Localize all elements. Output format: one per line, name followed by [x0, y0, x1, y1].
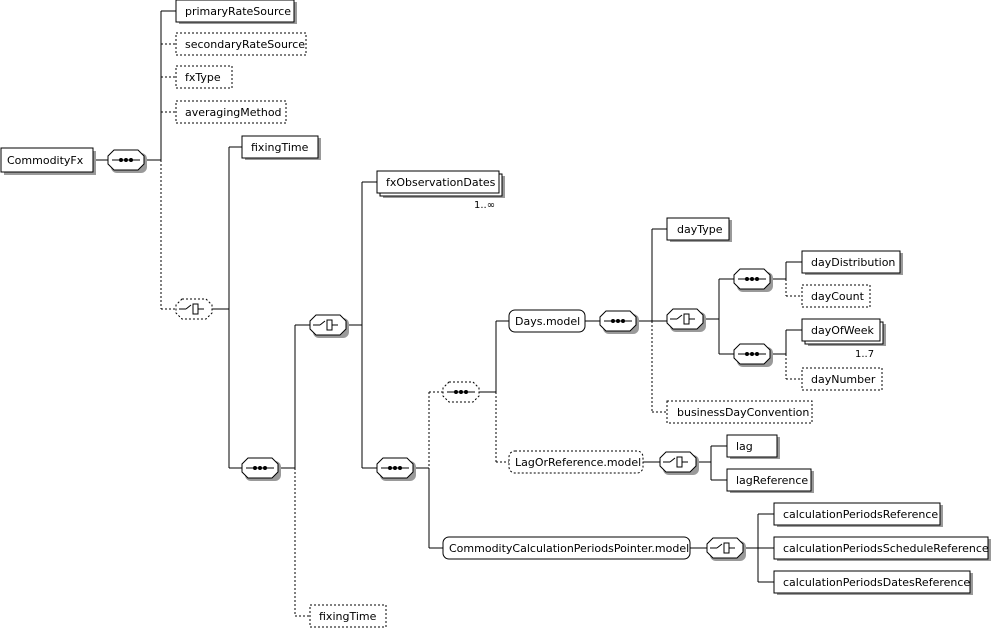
choice-compositor-5	[706, 537, 746, 561]
sequence-compositor-7	[733, 343, 773, 367]
choice-compositor-4	[659, 451, 699, 475]
element-label: fixingTime	[251, 141, 309, 154]
element-fxobservationdates[interactable]: fxObservationDates 1..∞	[376, 170, 505, 211]
element-label: dayOfWeek	[811, 324, 875, 337]
element-label: secondaryRateSource	[185, 38, 305, 51]
element-lagreference[interactable]: lagReference	[726, 468, 814, 493]
element-label: CommodityFx	[7, 154, 84, 167]
connectors	[93, 10, 802, 617]
element-label: dayNumber	[811, 373, 876, 386]
element-commodityfx[interactable]: CommodityFx	[0, 147, 96, 175]
element-calculationperiodsdatesreference[interactable]: calculationPeriodsDatesReference	[773, 570, 973, 595]
element-secondaryratesource[interactable]: secondaryRateSource	[175, 32, 307, 56]
element-daynumber[interactable]: dayNumber	[801, 367, 883, 391]
optional-choice-compositor	[175, 298, 213, 320]
optional-sequence-compositor	[442, 381, 480, 403]
element-fxtype[interactable]: fxType	[175, 65, 233, 89]
sequence-compositor-2	[241, 457, 281, 481]
element-fixingtime-2[interactable]: fixingTime	[309, 604, 387, 628]
element-label: calculationPeriodsReference	[783, 508, 938, 521]
sequence-compositor-5	[599, 310, 639, 334]
element-calculationperiodsreference[interactable]: calculationPeriodsReference	[773, 502, 943, 527]
element-businessdayconvention[interactable]: businessDayConvention	[666, 400, 813, 424]
root-sequence-compositor	[107, 149, 147, 173]
model-label: LagOrReference.model	[515, 456, 641, 469]
element-daytype[interactable]: dayType	[666, 217, 732, 242]
model-commoditycalculationperiodspointer[interactable]: CommodityCalculationPeriodsPointer.model	[442, 536, 691, 560]
element-label: businessDayConvention	[677, 406, 809, 419]
choice-compositor-3	[666, 308, 706, 332]
element-label: lag	[736, 440, 753, 453]
element-label: calculationPeriodsDatesReference	[783, 576, 970, 589]
model-lagorreference[interactable]: LagOrReference.model	[508, 450, 644, 474]
model-label: CommodityCalculationPeriodsPointer.model	[449, 542, 689, 555]
element-primaryratesource[interactable]: primaryRateSource	[175, 0, 297, 24]
element-label: fxType	[185, 71, 221, 84]
element-daydistribution[interactable]: dayDistribution	[801, 250, 903, 275]
element-fixingtime-1[interactable]: fixingTime	[241, 135, 321, 160]
model-label: Days.model	[515, 315, 580, 328]
element-daycount[interactable]: dayCount	[801, 284, 871, 308]
sequence-compositor-6	[733, 268, 773, 292]
occurrence-label: 1..∞	[474, 200, 495, 211]
element-label: lagReference	[736, 474, 808, 487]
element-averagingmethod[interactable]: averagingMethod	[175, 100, 287, 124]
model-days[interactable]: Days.model	[508, 309, 586, 333]
element-label: primaryRateSource	[185, 5, 291, 18]
element-label: averagingMethod	[185, 106, 282, 119]
element-label: fixingTime	[319, 610, 377, 623]
element-calculationperiodsschedulereference[interactable]: calculationPeriodsScheduleReference	[773, 536, 991, 561]
element-label: dayType	[677, 223, 723, 236]
sequence-compositor-3	[376, 457, 416, 481]
element-label: fxObservationDates	[386, 176, 496, 189]
occurrence-label: 1..7	[855, 349, 874, 360]
element-label: dayDistribution	[811, 256, 895, 269]
element-label: dayCount	[811, 290, 865, 303]
element-dayofweek[interactable]: dayOfWeek 1..7	[801, 318, 886, 360]
choice-compositor-2	[309, 314, 349, 338]
element-label: calculationPeriodsScheduleReference	[783, 542, 989, 555]
element-lag[interactable]: lag	[726, 434, 780, 459]
